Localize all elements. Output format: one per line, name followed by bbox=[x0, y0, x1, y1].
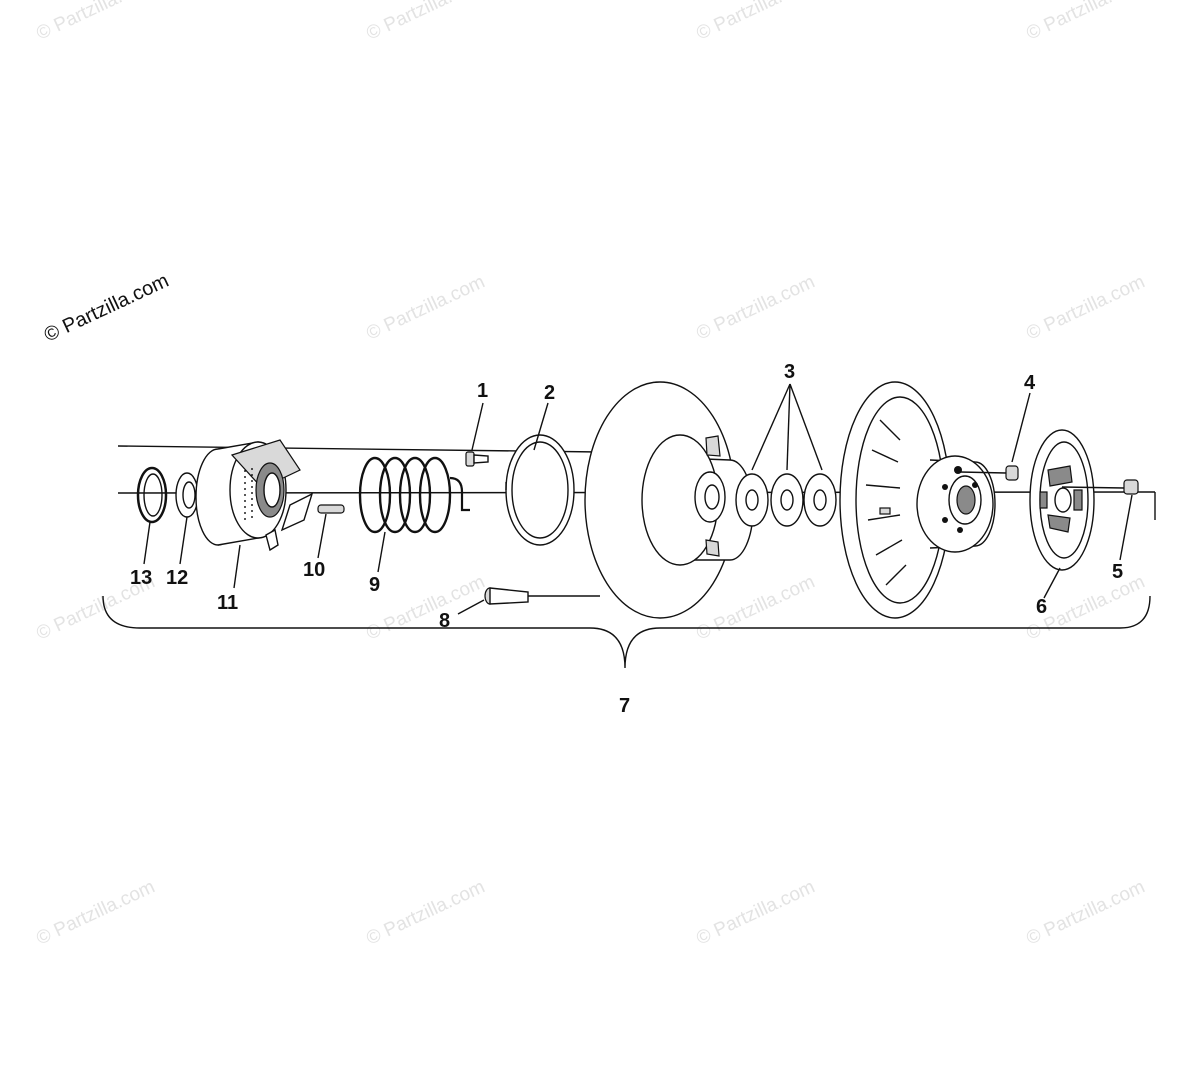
moveable-sheave bbox=[584, 381, 754, 619]
callout-label-11: 11 bbox=[217, 592, 238, 614]
end-screw bbox=[1061, 479, 1139, 495]
watermark-tile: © Partzilla.com bbox=[1023, 271, 1148, 344]
bolt-button bbox=[484, 587, 600, 605]
callout-label-2: 2 bbox=[544, 382, 555, 404]
callout-label-7: 7 bbox=[619, 695, 630, 717]
watermark-tile: © Partzilla.com bbox=[1023, 876, 1148, 949]
watermark-tile: © Partzilla.com bbox=[693, 876, 818, 949]
part-labels: 1 2 3 4 5 6 7 8 9 10 11 12 13 bbox=[130, 361, 1123, 717]
helix-cam bbox=[195, 439, 314, 552]
callout-label-10: 10 bbox=[303, 559, 325, 581]
cover-plate bbox=[1029, 429, 1095, 571]
watermark-tile: © Partzilla.com bbox=[693, 271, 818, 344]
stationary-sheave bbox=[839, 381, 996, 619]
washer bbox=[175, 472, 199, 518]
callout-label-5: 5 bbox=[1112, 561, 1123, 583]
washer-set bbox=[735, 473, 837, 527]
callout-label-8: 8 bbox=[439, 610, 450, 632]
watermark-main: © Partzilla.com bbox=[41, 270, 172, 347]
callout-label-12: 12 bbox=[166, 567, 188, 589]
leader-lines bbox=[143, 383, 1133, 615]
assembly-bracket bbox=[102, 595, 1151, 669]
callout-label-6: 6 bbox=[1036, 596, 1047, 618]
callout-label-1: 1 bbox=[477, 380, 488, 402]
watermark-tile: © Partzilla.com bbox=[363, 271, 488, 344]
spring bbox=[358, 456, 470, 534]
watermark-tile: © Partzilla.com bbox=[363, 876, 488, 949]
screw bbox=[465, 451, 489, 467]
small-bolt bbox=[959, 465, 1019, 481]
snap-ring bbox=[136, 466, 168, 524]
watermark-tile: © Partzilla.com bbox=[1023, 0, 1148, 45]
watermark-tile: © Partzilla.com bbox=[33, 876, 158, 949]
callout-label-9: 9 bbox=[369, 574, 380, 596]
watermark-tile: © Partzilla.com bbox=[33, 0, 158, 45]
callout-label-3: 3 bbox=[784, 361, 795, 383]
callout-label-4: 4 bbox=[1024, 372, 1036, 394]
watermark-tile: © Partzilla.com bbox=[693, 0, 818, 45]
pin bbox=[317, 504, 345, 514]
callout-label-13: 13 bbox=[130, 567, 152, 589]
bushing-ring bbox=[505, 434, 575, 546]
watermark-tile: © Partzilla.com bbox=[363, 0, 488, 45]
